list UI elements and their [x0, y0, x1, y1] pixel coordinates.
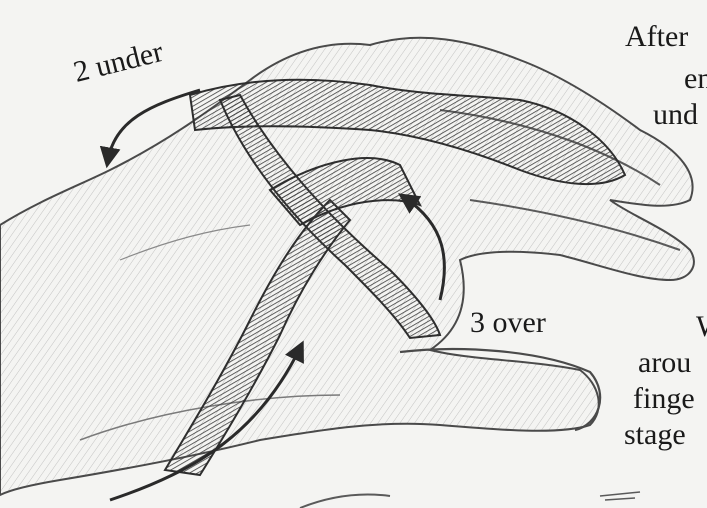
side-text-line-4: W [696, 312, 707, 342]
side-text-line-5: arou [638, 348, 707, 378]
lower-sketch-fragment-2 [600, 492, 640, 500]
lower-sketch-fragment [300, 495, 390, 508]
side-text-line-1: After [625, 22, 707, 52]
side-text-line-2: en [684, 64, 707, 94]
side-text-line-3: und [653, 100, 707, 130]
side-text-line-6: finge [633, 384, 707, 414]
side-text-line-7: stage [624, 420, 707, 450]
label-3-over: 3 over [470, 308, 546, 338]
